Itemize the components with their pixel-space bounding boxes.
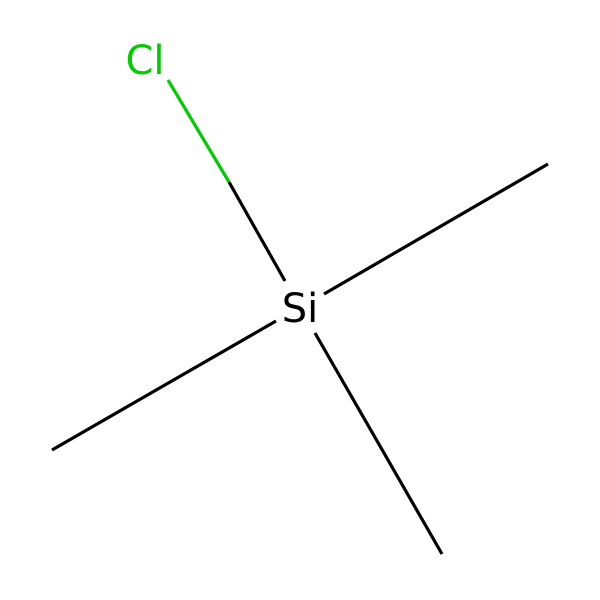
- bond-si-cl-si-half: [227, 181, 287, 282]
- bond-si-cl-cl-half: [166, 79, 231, 183]
- atom-label-cl: Cl: [125, 38, 164, 84]
- atom-label-si: Si: [282, 286, 319, 332]
- bond-si-methyl-lower-left: [51, 319, 277, 452]
- bond-si-methyl-upper-right: [323, 162, 549, 296]
- bond-si-methyl-lower-right: [313, 332, 444, 555]
- bond-si-cl: [166, 79, 287, 282]
